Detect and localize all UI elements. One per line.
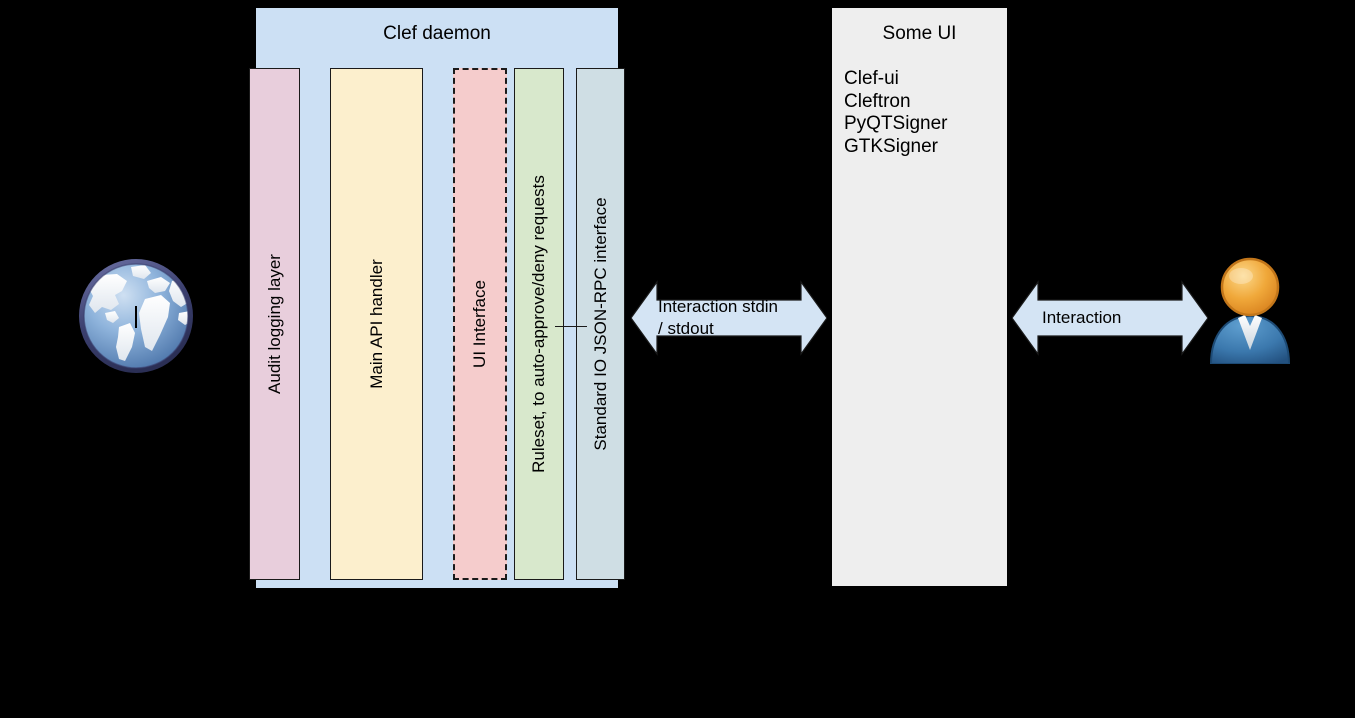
arrow-interaction-stdio: Interaction stdin / stdout [631,276,827,360]
box-ruleset-label: Ruleset, to auto-approve/deny requests [529,175,548,473]
list-item: Clef-ui [844,68,899,89]
box-json-rpc-interface-label: Standard IO JSON-RPC interface [590,197,610,451]
box-audit-logging-layer: Audit logging layer [249,68,300,580]
box-ruleset: Ruleset, to auto-approve/deny requests [514,68,564,580]
arrow-interaction-user: Interaction [1012,276,1208,360]
list-item: GTKSigner [844,135,938,157]
some-ui-title: Some UI [882,23,957,44]
clef-daemon-container: Clef daemon Audit logging layer Main API… [249,8,714,588]
user-icon [1205,254,1295,365]
box-audit-logging-layer-label: Audit logging layer [264,254,284,394]
some-ui-panel: Some UI Clef-ui Cleftron PyQTSigner GTKS… [832,8,1007,586]
box-ui-interface: UI Interface [453,68,507,580]
connector-line-audit-api [555,326,587,327]
some-ui-list: Clef-ui Cleftron PyQTSigner GTKSigner [844,68,947,158]
list-item: Cleftron [844,90,911,112]
box-ui-interface-label: UI Interface [470,280,489,368]
box-main-api-handler: Main API handler [330,68,423,580]
clef-daemon-title: Clef daemon [383,23,491,44]
globe-icon [75,255,197,377]
list-item: PyQTSigner [844,113,948,134]
box-main-api-handler-label: Main API handler [366,259,386,389]
box-json-rpc-interface: Standard IO JSON-RPC interface [576,68,625,580]
